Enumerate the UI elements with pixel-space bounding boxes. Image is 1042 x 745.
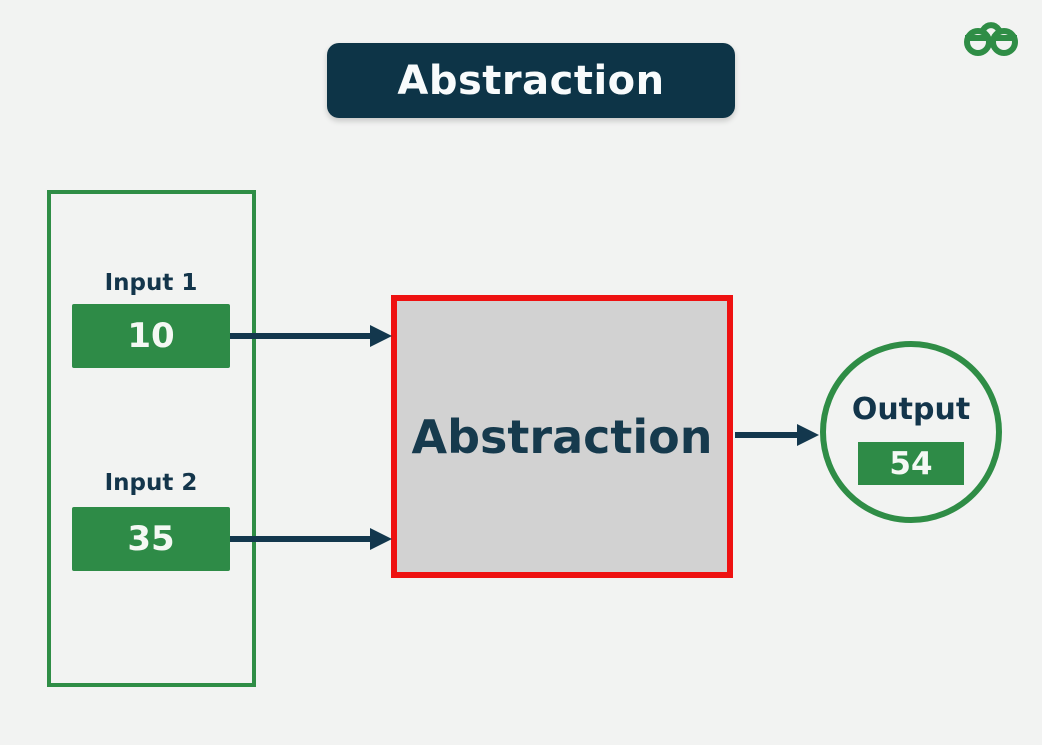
process-label: Abstraction [411, 409, 713, 464]
page-title: Abstraction [397, 57, 665, 104]
logo-bridge [980, 22, 1002, 33]
input-1-value-box: 10 [72, 304, 230, 368]
geeksforgeeks-logo [964, 22, 1018, 56]
input-2-value: 35 [127, 519, 175, 559]
process-box: Abstraction [391, 295, 733, 578]
inputs-group-box [47, 190, 256, 687]
output-value-box: 54 [858, 442, 964, 485]
input-2-value-box: 35 [72, 507, 230, 571]
arrow-process-to-output [735, 424, 819, 446]
logo-left-ring [964, 28, 992, 56]
output-label: Output [851, 392, 971, 427]
title-banner: Abstraction [327, 43, 735, 118]
output-value: 54 [889, 445, 933, 482]
input-2-label: Input 2 [104, 470, 198, 496]
output-circle: Output 54 [820, 341, 1002, 523]
input-1-label: Input 1 [104, 270, 198, 296]
input-1-value: 10 [127, 316, 175, 356]
logo-right-ring [990, 28, 1018, 56]
